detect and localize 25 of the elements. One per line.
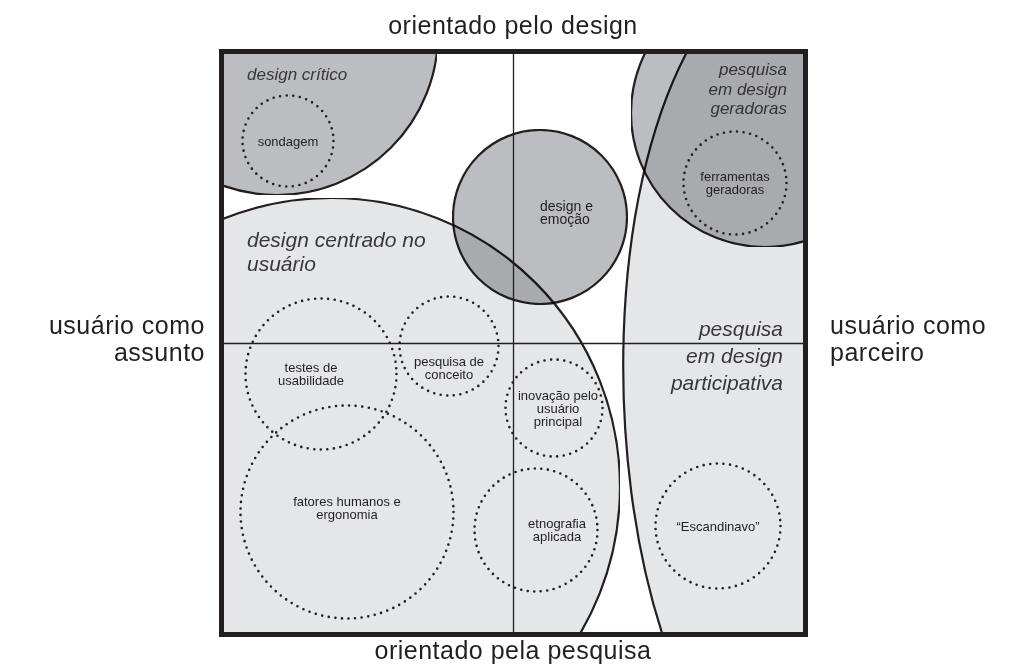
dotted-circle: [682, 130, 788, 236]
dotted-circle: [241, 94, 335, 188]
region-label: pesquisa em design geradoras: [707, 60, 787, 119]
method-label: “Escandinavo”: [676, 519, 760, 533]
region-label: design centrado no usuário: [247, 228, 427, 277]
method-label: etnografia aplicada: [527, 517, 587, 543]
axis-label: orientado pela pesquisa: [373, 637, 653, 664]
dotted-circle: [504, 358, 604, 458]
method-label: ferramentas geradoras: [699, 170, 771, 196]
method-label: fatores humanos e ergonomia: [292, 495, 402, 521]
dotted-circle: [654, 462, 782, 590]
region-label: design crítico: [247, 65, 349, 85]
dotted-circle: [473, 467, 599, 593]
dotted-circle: [244, 297, 398, 451]
region-label: pesquisa em design participativa: [669, 316, 783, 396]
axis-label: orientado pelo design: [387, 12, 639, 39]
method-label: inovação pelo usuário principal: [516, 388, 600, 428]
method-label: sondagem: [257, 134, 319, 148]
axis-label: usuário como assunto: [47, 312, 205, 366]
dotted-circle: [239, 404, 455, 620]
dotted-circle: [398, 295, 500, 397]
axis-label: usuário como parceiro: [830, 312, 988, 366]
method-label: pesquisa de conceito: [412, 355, 486, 381]
method-label: testes de usabilidade: [277, 361, 345, 387]
region-label: design e emoção: [540, 200, 594, 226]
